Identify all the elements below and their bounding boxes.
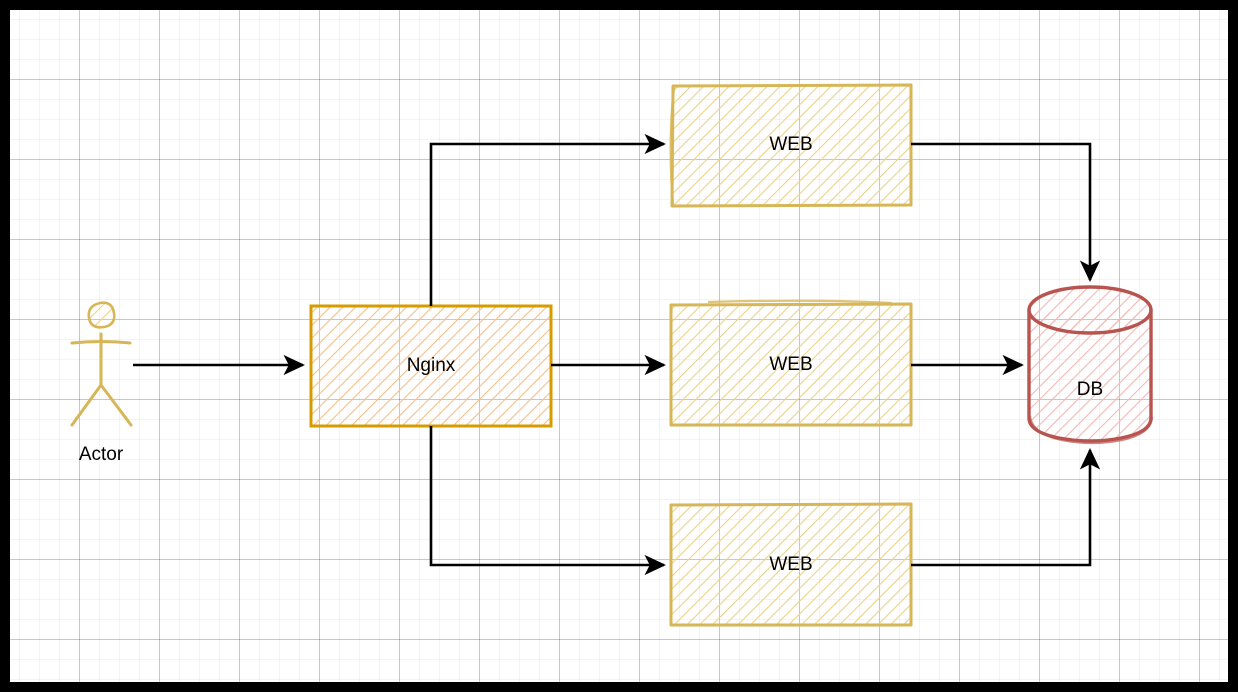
node-nginx[interactable]: Nginx: [309, 304, 553, 428]
web-bottom-box-shape: [669, 502, 913, 627]
diagram-canvas[interactable]: Actor Nginx WEB WEB WEB: [10, 10, 1228, 682]
web-top-label: WEB: [769, 134, 812, 155]
db-bottom-sketch-arc: [1028, 415, 1154, 445]
edge-web-top-to-db[interactable]: [911, 142, 1101, 282]
db-body-fill: [1029, 310, 1151, 441]
web-middle-box-shape: [669, 302, 913, 427]
web-middle-label: WEB: [769, 354, 812, 375]
actor-head-icon: [87, 301, 116, 329]
node-actor[interactable]: Actor: [70, 301, 133, 465]
edge-nginx-to-web-bottom[interactable]: [429, 426, 666, 576]
edge-layer: [133, 133, 1101, 576]
diagram-surface: Actor Nginx WEB WEB WEB: [70, 83, 1154, 627]
web-middle-sketch-stroke: [707, 299, 893, 305]
db-top-outline: [1027, 285, 1153, 335]
edge-web-bottom-to-db[interactable]: [911, 448, 1101, 567]
db-label: DB: [1077, 379, 1103, 400]
edge-nginx-to-web-top[interactable]: [429, 133, 666, 306]
db-body-outline: [1027, 308, 1153, 443]
web-bottom-label: WEB: [769, 554, 812, 575]
node-web-middle[interactable]: WEB: [669, 299, 913, 427]
node-web-bottom[interactable]: WEB: [669, 502, 913, 627]
actor-label: Actor: [79, 444, 124, 465]
actor-legs-icon: [70, 383, 133, 427]
web-top-sketch-stroke: [669, 86, 676, 206]
db-top-fill: [1029, 287, 1151, 333]
node-web-top[interactable]: WEB: [669, 83, 913, 208]
actor-arms-icon: [70, 340, 132, 345]
node-database[interactable]: DB: [1027, 285, 1154, 445]
web-top-box-shape: [670, 83, 913, 208]
nginx-label: Nginx: [407, 355, 456, 376]
